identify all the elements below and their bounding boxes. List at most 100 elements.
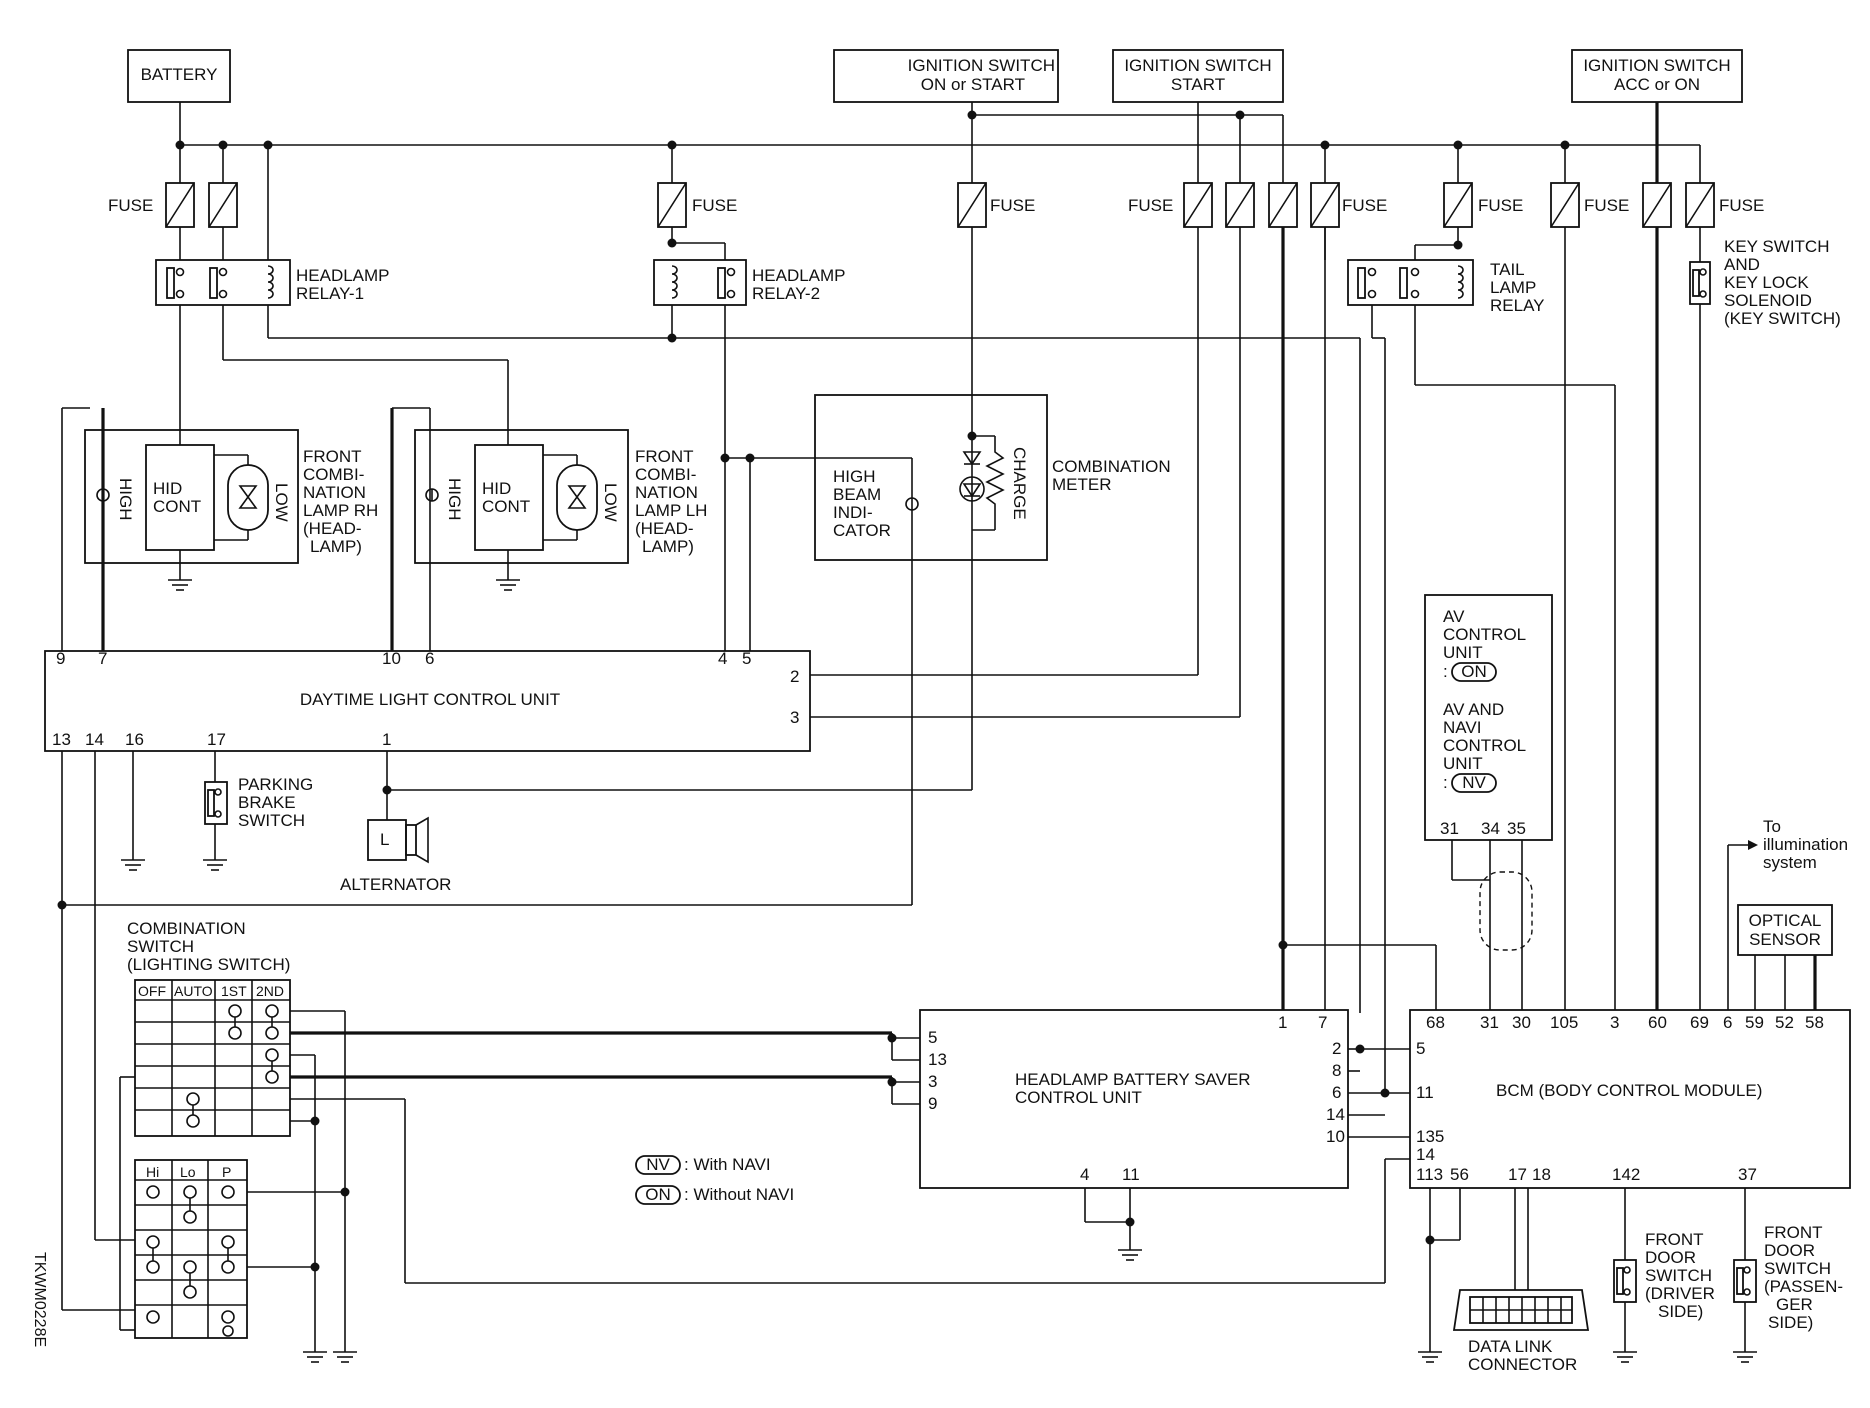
svg-text:10: 10 <box>1326 1127 1345 1146</box>
svg-text::: : <box>1443 773 1448 792</box>
svg-text:UNIT: UNIT <box>1443 643 1483 662</box>
svg-text:system: system <box>1763 853 1817 872</box>
svg-text:DOOR: DOOR <box>1645 1248 1696 1267</box>
svg-text:AUTO: AUTO <box>174 983 213 999</box>
svg-text:ON or START: ON or START <box>921 75 1025 94</box>
svg-text:60: 60 <box>1648 1013 1667 1032</box>
svg-text:18: 18 <box>1532 1165 1551 1184</box>
svg-text:ACC or ON: ACC or ON <box>1614 75 1700 94</box>
svg-text:START: START <box>1171 75 1225 94</box>
ground-icon <box>1733 1351 1757 1363</box>
svg-text:CONTROL UNIT: CONTROL UNIT <box>1015 1088 1142 1107</box>
svg-text:2: 2 <box>790 667 799 686</box>
svg-text:IGNITION SWITCH: IGNITION SWITCH <box>1583 56 1730 75</box>
svg-text:58: 58 <box>1805 1013 1824 1032</box>
svg-text:13: 13 <box>928 1050 947 1069</box>
svg-text:105: 105 <box>1550 1013 1578 1032</box>
fuses: FUSE FUSE FUSE FUSE FUSE FUSE FUSE FUSE <box>108 115 1764 228</box>
svg-text:OPTICAL: OPTICAL <box>1749 911 1822 930</box>
svg-text:31: 31 <box>1440 819 1459 838</box>
svg-text:68: 68 <box>1426 1013 1445 1032</box>
svg-text:9: 9 <box>56 649 65 668</box>
svg-text:Hi: Hi <box>146 1164 159 1180</box>
svg-text:3: 3 <box>790 708 799 727</box>
ground-icon <box>303 1351 327 1363</box>
parking-brake-switch: PARKING BRAKE SWITCH <box>203 775 313 871</box>
svg-text:30: 30 <box>1512 1013 1531 1032</box>
ignition-acc-on-box: IGNITION SWITCH ACC or ON <box>1571 49 1743 103</box>
headlamp-battery-saver-control-unit: HEADLAMP BATTERY SAVER CONTROL UNIT 1 7 … <box>887 1009 1410 1283</box>
svg-text:35: 35 <box>1507 819 1526 838</box>
svg-text:(HEAD-: (HEAD- <box>303 519 362 538</box>
svg-text:DAYTIME LIGHT CONTROL UNIT: DAYTIME LIGHT CONTROL UNIT <box>300 690 560 709</box>
svg-text:CHARGE: CHARGE <box>1010 447 1029 520</box>
wiring <box>179 227 1701 1090</box>
front-combination-lamp-rh: HID CONT LOW HIGH FRONT COMBI- NATION LA… <box>61 407 378 651</box>
svg-text:BRAKE: BRAKE <box>238 793 296 812</box>
svg-text:FUSE: FUSE <box>1128 196 1173 215</box>
svg-text:FUSE: FUSE <box>1584 196 1629 215</box>
svg-text:SWITCH: SWITCH <box>1764 1259 1831 1278</box>
svg-text:ALTERNATOR: ALTERNATOR <box>340 875 451 894</box>
fuse-icon <box>165 145 195 228</box>
svg-text:6: 6 <box>1332 1083 1341 1102</box>
svg-text:4: 4 <box>718 649 727 668</box>
svg-text:(LIGHTING SWITCH): (LIGHTING SWITCH) <box>127 955 290 974</box>
ignition-on-start-box: IGNITION SWITCH ON or START <box>833 49 1059 103</box>
svg-text:135: 135 <box>1416 1127 1444 1146</box>
svg-text:3: 3 <box>1610 1013 1619 1032</box>
svg-text:142: 142 <box>1612 1165 1640 1184</box>
svg-text:HIGH: HIGH <box>833 467 876 486</box>
bcm: BCM (BODY CONTROL MODULE) 68 31 30 105 3… <box>1409 1009 1851 1363</box>
svg-text:INDI-: INDI- <box>833 503 873 522</box>
svg-text:FUSE: FUSE <box>108 196 153 215</box>
svg-text:9: 9 <box>928 1094 937 1113</box>
svg-text:HEADLAMP: HEADLAMP <box>752 266 846 285</box>
front-door-switch-passenger: FRONT DOOR SWITCH (PASSEN- GER SIDE) <box>1733 1223 1843 1363</box>
svg-text:ON: ON <box>1461 662 1487 681</box>
svg-text:SENSOR: SENSOR <box>1749 930 1821 949</box>
svg-text:HIGH: HIGH <box>116 478 135 521</box>
svg-text:To: To <box>1763 817 1781 836</box>
svg-text:KEY LOCK: KEY LOCK <box>1724 273 1809 292</box>
svg-text:RELAY: RELAY <box>1490 296 1545 315</box>
svg-text:11: 11 <box>1122 1165 1140 1184</box>
headlamp-relay-2: HEADLAMP RELAY-2 <box>653 227 846 306</box>
svg-text:FUSE: FUSE <box>1478 196 1523 215</box>
svg-text:14: 14 <box>1326 1105 1345 1124</box>
ground-icon <box>333 1351 357 1363</box>
front-combination-lamp-lh: HID CONT LOW HIGH FRONT COMBI- NATION LA… <box>390 407 707 651</box>
svg-text:16: 16 <box>125 730 144 749</box>
svg-text:8: 8 <box>1332 1061 1341 1080</box>
svg-text:LAMP): LAMP) <box>642 537 694 556</box>
svg-text:HEADLAMP BATTERY SAVER: HEADLAMP BATTERY SAVER <box>1015 1070 1251 1089</box>
svg-text:FUSE: FUSE <box>990 196 1035 215</box>
fuse-icon <box>1225 182 1255 228</box>
svg-text:HID: HID <box>482 479 511 498</box>
svg-text:10: 10 <box>382 649 401 668</box>
svg-text:6: 6 <box>425 649 434 668</box>
svg-text:5: 5 <box>1416 1039 1425 1058</box>
svg-text:FRONT: FRONT <box>303 447 362 466</box>
svg-text:LOW: LOW <box>601 483 620 522</box>
svg-text:14: 14 <box>85 730 104 749</box>
svg-text:CONNECTOR: CONNECTOR <box>1468 1355 1577 1374</box>
svg-text:34: 34 <box>1481 819 1500 838</box>
svg-text:1ST: 1ST <box>221 983 247 999</box>
svg-text:KEY SWITCH: KEY SWITCH <box>1724 237 1829 256</box>
top-bus-wires <box>175 102 1701 175</box>
svg-text:FUSE: FUSE <box>1342 196 1387 215</box>
av-control-unit: AV CONTROL UNIT : ON AV AND NAVI CONTROL… <box>1424 594 1553 1010</box>
daytime-light-control-unit: DAYTIME LIGHT CONTROL UNIT 9 7 10 6 4 5 … <box>44 649 972 1311</box>
svg-text:(HEAD-: (HEAD- <box>635 519 694 538</box>
svg-text:FUSE: FUSE <box>1719 196 1764 215</box>
fuse-icon <box>1443 145 1473 228</box>
svg-text:7: 7 <box>1318 1013 1327 1032</box>
svg-text:2ND: 2ND <box>256 983 284 999</box>
svg-text:AV AND: AV AND <box>1443 700 1504 719</box>
svg-text:52: 52 <box>1775 1013 1794 1032</box>
alternator: L ALTERNATOR <box>340 816 451 894</box>
ground-icon <box>496 579 520 591</box>
fuse-icon <box>1310 145 1340 228</box>
tail-lamp-relay: TAIL LAMP RELAY <box>1324 227 1545 315</box>
